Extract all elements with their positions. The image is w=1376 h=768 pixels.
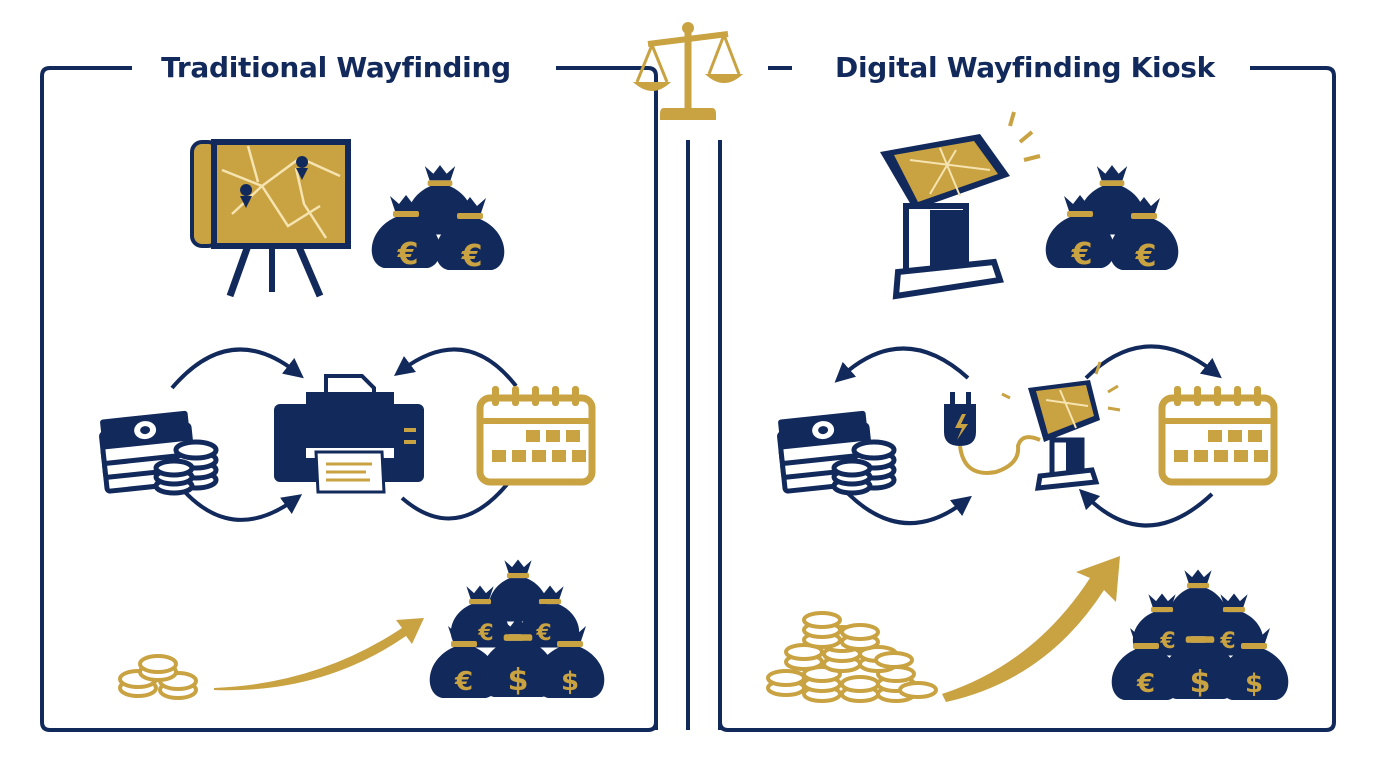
plug-kiosk-icon (944, 361, 1121, 491)
svg-text:€: € (461, 239, 483, 274)
center-divider (654, 140, 722, 730)
rising-arrow-icon (214, 618, 424, 691)
svg-text:€: € (1136, 669, 1155, 699)
svg-text:€: € (397, 237, 419, 272)
calendar-icon (480, 386, 592, 482)
left-panel-title: Traditional Wayfinding (132, 48, 540, 88)
small-coin-stack-icon (118, 654, 198, 700)
kiosk-icon (880, 111, 1041, 300)
map-easel-icon (190, 139, 351, 298)
svg-text:€: € (1159, 629, 1175, 654)
left-panel-frame (40, 66, 658, 732)
euro-money-bags-icon: € € (371, 165, 505, 274)
large-money-bags-icon: € € € $ $ (429, 559, 605, 698)
balance-scale-icon (633, 22, 743, 120)
svg-text:$: $ (508, 663, 529, 698)
svg-text:€: € (477, 621, 493, 646)
euro-money-bags-icon: € € (1045, 165, 1179, 274)
calendar-icon (1162, 386, 1274, 482)
svg-text:$: $ (1245, 669, 1263, 699)
svg-text:$: $ (561, 667, 579, 697)
rising-arrow-icon (942, 556, 1120, 702)
svg-text:€: € (1219, 629, 1235, 654)
svg-text:€: € (1071, 237, 1093, 272)
printer-icon (274, 374, 424, 494)
svg-text:$: $ (1190, 665, 1211, 700)
svg-text:€: € (1135, 239, 1157, 274)
large-coin-pile-icon (766, 611, 938, 703)
cash-stack-icon (100, 411, 216, 493)
cash-stack-icon (778, 411, 894, 493)
right-panel-title: Digital Wayfinding Kiosk (800, 48, 1250, 88)
large-money-bags-icon: € € € $ $ (1111, 569, 1289, 700)
svg-text:€: € (454, 667, 473, 697)
svg-text:€: € (535, 621, 551, 646)
